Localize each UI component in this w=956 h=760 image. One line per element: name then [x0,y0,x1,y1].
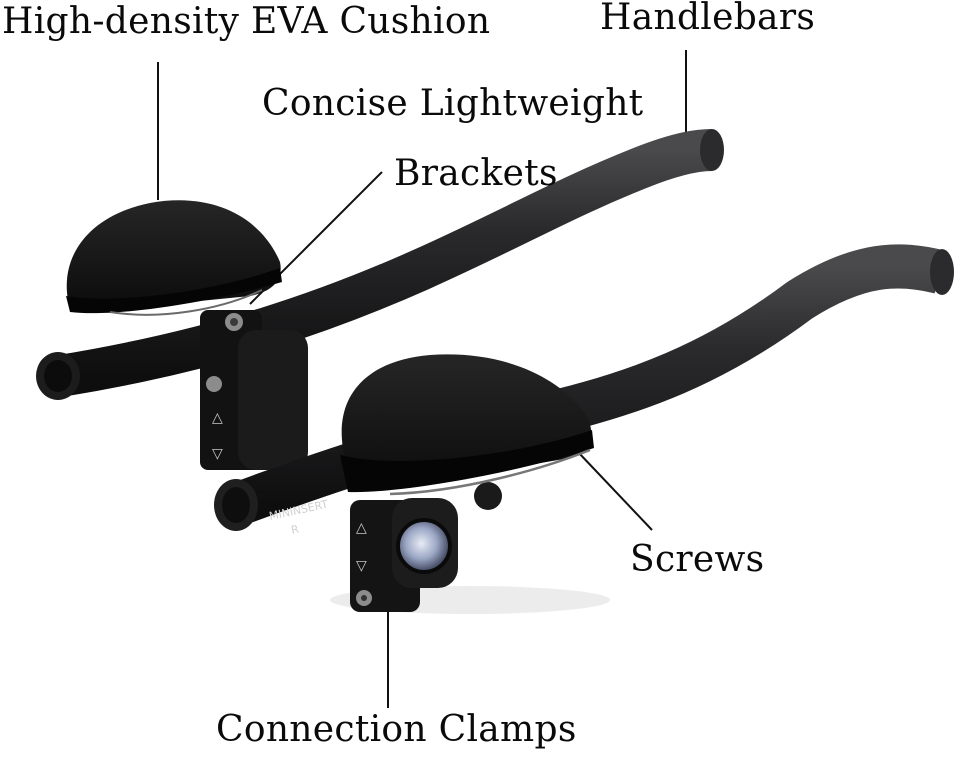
label-concise-lightweight: Concise Lightweight [262,83,644,124]
svg-text:△: △ [212,410,223,426]
label-cushion: High-density EVA Cushion [2,1,491,42]
svg-text:△: △ [356,520,367,536]
front-clamp: △ ▽ MININSERT R [268,482,502,612]
label-connection-clamps: Connection Clamps [216,709,577,750]
front-armrest-pad [340,354,594,496]
label-brackets: Brackets [394,153,558,194]
rear-bracket: △ ▽ [200,310,308,470]
leader-screws [577,451,653,531]
rear-armrest-pad [66,200,282,316]
label-handlebars: Handlebars [600,0,816,38]
label-screws: Screws [630,539,765,580]
svg-text:▽: ▽ [356,558,367,574]
leader-lines [157,50,687,708]
product-marking-side: R [290,523,301,537]
clamp-lens [398,520,450,572]
svg-text:▽: ▽ [212,446,223,462]
